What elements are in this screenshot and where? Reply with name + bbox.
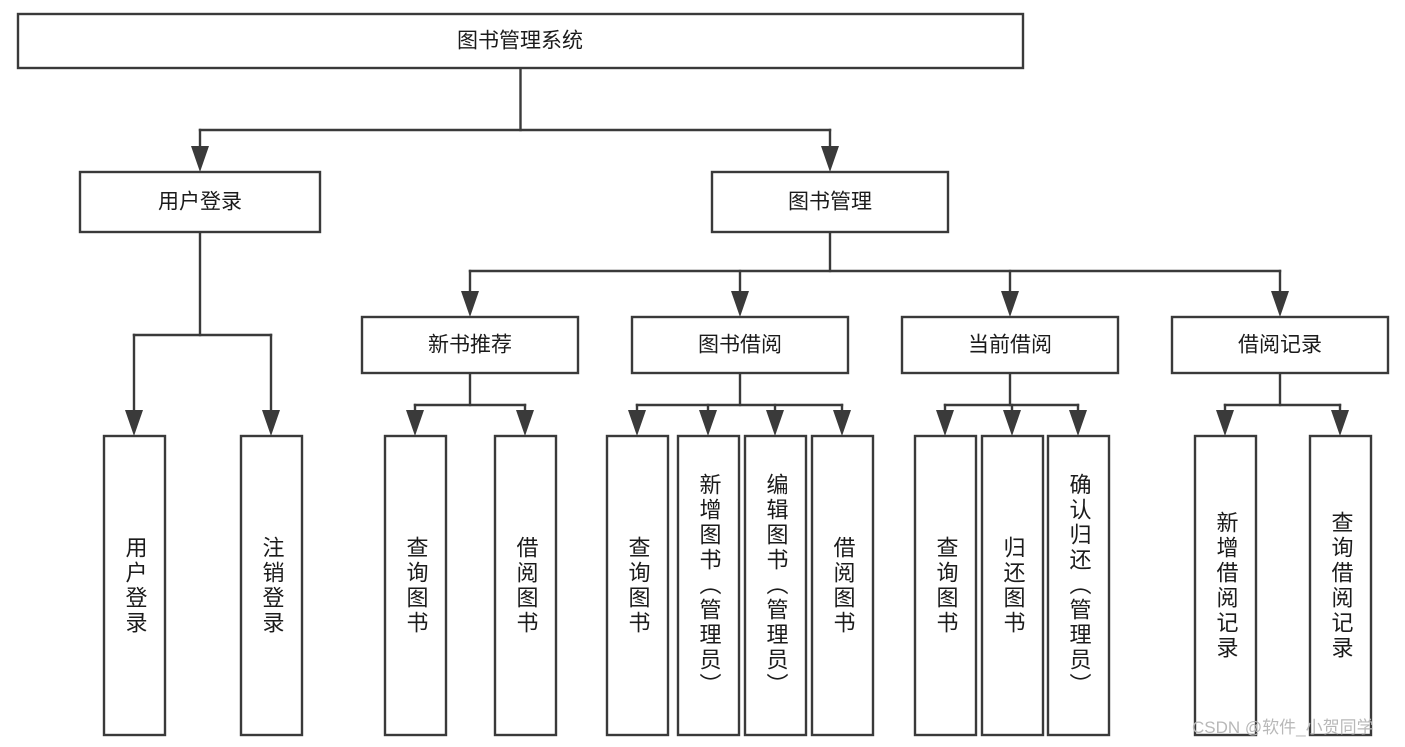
node-user-login[interactable]: 用户登录	[78, 170, 322, 234]
connector-book-borrow-to-leaves	[628, 371, 851, 436]
connector-root-to-level2	[191, 66, 839, 172]
leaf-user-login[interactable]: 用户登录	[102, 434, 167, 737]
node-borrow-record-label: 借阅记录	[1238, 334, 1322, 357]
connector-current-borrow-to-leaves	[936, 371, 1087, 436]
node-new-book-recommend-label: 新书推荐	[428, 334, 512, 357]
node-user-login-label: 用户登录	[158, 191, 242, 214]
node-book-management-label: 图书管理	[788, 191, 872, 214]
leaf-borrow-book-1[interactable]: 借阅图书	[493, 434, 558, 737]
leaf-add-book-label: 新增图书（管理员）	[696, 473, 722, 698]
connector-new-book-recommend-to-leaves	[406, 371, 534, 436]
arrow-to-book-management	[821, 146, 839, 172]
leaf-query-book-3-label: 查询图书	[933, 535, 959, 636]
leaf-edit-book[interactable]: 编辑图书（管理员）	[743, 434, 808, 737]
connector-borrow-record-to-leaves	[1216, 371, 1349, 436]
arrow-to-leaf-query-book-3	[936, 410, 954, 436]
arrow-to-leaf-query-book-2	[628, 410, 646, 436]
arrow-to-leaf-query-book-1	[406, 410, 424, 436]
arrow-to-leaf-logout-login	[262, 410, 280, 436]
connector-user-login-to-leaves	[125, 230, 280, 436]
node-book-management[interactable]: 图书管理	[710, 170, 950, 234]
arrow-to-leaf-edit-book	[766, 410, 784, 436]
arrow-to-book-borrow	[731, 291, 749, 317]
leaf-logout-login[interactable]: 注销登录	[239, 434, 304, 737]
leaf-borrow-book-1-label: 借阅图书	[513, 535, 539, 636]
leaf-add-record[interactable]: 新增借阅记录	[1193, 434, 1258, 737]
leaf-logout-login-label: 注销登录	[259, 535, 285, 636]
arrow-to-borrow-record	[1271, 291, 1289, 317]
arrow-to-leaf-return-book	[1003, 410, 1021, 436]
arrow-to-leaf-add-book	[699, 410, 717, 436]
arrow-to-leaf-query-record	[1331, 410, 1349, 436]
arrow-to-leaf-borrow-book-2	[833, 410, 851, 436]
leaf-borrow-book-2-label: 借阅图书	[830, 535, 856, 636]
node-root-label: 图书管理系统	[457, 30, 583, 53]
node-root[interactable]: 图书管理系统	[16, 12, 1025, 70]
node-book-borrow[interactable]: 图书借阅	[630, 315, 850, 375]
leaf-add-book[interactable]: 新增图书（管理员）	[676, 434, 741, 737]
leaf-query-book-2[interactable]: 查询图书	[605, 434, 670, 737]
arrow-to-leaf-add-record	[1216, 410, 1234, 436]
node-book-borrow-label: 图书借阅	[698, 334, 782, 357]
leaf-query-book-1-label: 查询图书	[403, 535, 429, 636]
leaf-query-record[interactable]: 查询借阅记录	[1308, 434, 1373, 737]
arrow-to-leaf-borrow-book-1	[516, 410, 534, 436]
leaf-query-book-3[interactable]: 查询图书	[913, 434, 978, 737]
connector-book-management-to-level3	[461, 230, 1289, 317]
leaf-borrow-book-2[interactable]: 借阅图书	[810, 434, 875, 737]
arrow-to-new-book-recommend	[461, 291, 479, 317]
leaf-query-book-1[interactable]: 查询图书	[383, 434, 448, 737]
leaf-edit-book-label: 编辑图书（管理员）	[763, 473, 789, 698]
arrow-to-user-login	[191, 146, 209, 172]
leaf-query-record-label: 查询借阅记录	[1328, 510, 1354, 661]
leaf-user-login-label: 用户登录	[122, 535, 148, 636]
node-new-book-recommend[interactable]: 新书推荐	[360, 315, 580, 375]
arrow-to-leaf-confirm-return	[1069, 410, 1087, 436]
leaf-query-book-2-label: 查询图书	[625, 535, 651, 636]
leaf-confirm-return-label: 确认归还（管理员）	[1066, 473, 1092, 698]
arrow-to-current-borrow	[1001, 291, 1019, 317]
leaf-confirm-return[interactable]: 确认归还（管理员）	[1046, 434, 1111, 737]
node-borrow-record[interactable]: 借阅记录	[1170, 315, 1390, 375]
node-current-borrow[interactable]: 当前借阅	[900, 315, 1120, 375]
node-current-borrow-label: 当前借阅	[968, 334, 1052, 357]
arrow-to-leaf-user-login	[125, 410, 143, 436]
leaf-return-book[interactable]: 归还图书	[980, 434, 1045, 737]
leaf-return-book-label: 归还图书	[1000, 535, 1026, 636]
leaf-add-record-label: 新增借阅记录	[1213, 510, 1239, 661]
